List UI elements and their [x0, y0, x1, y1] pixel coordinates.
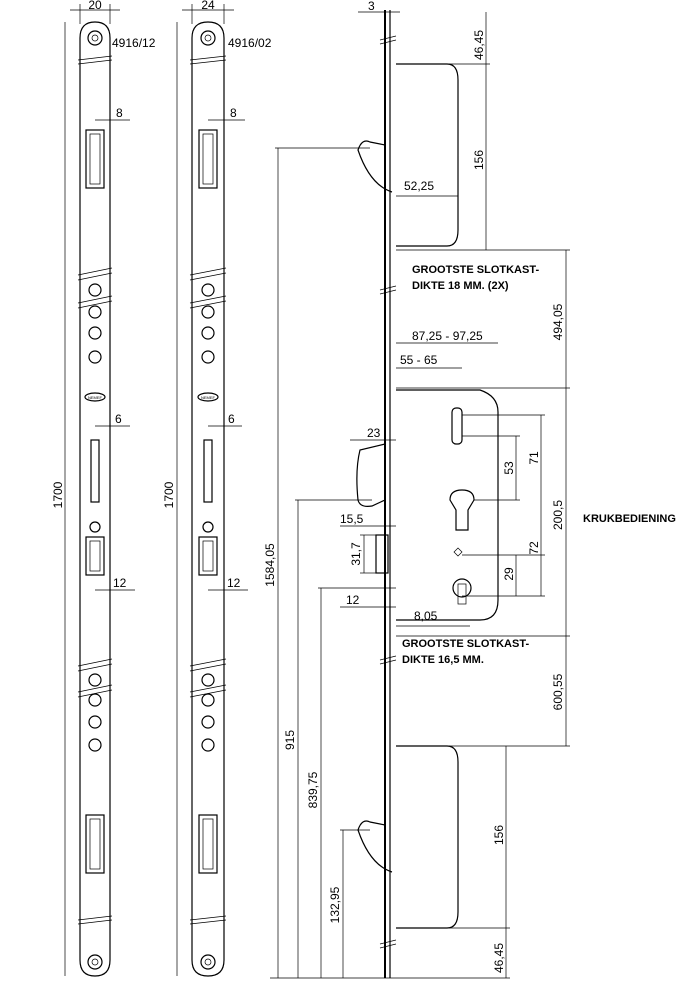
lower-case-note-1: GROOTSTE SLOTKAST-: [402, 638, 529, 650]
screw-hole: [201, 693, 215, 707]
screw-hole: [88, 326, 102, 340]
screw-hole: [87, 30, 103, 46]
screw-hole: [201, 715, 215, 729]
screw-hole: [200, 30, 216, 46]
screw-hole: [88, 738, 102, 752]
lower-backset-12: 12: [346, 593, 360, 607]
bottom-hook-spacing: 156: [492, 825, 506, 845]
deadbolt-opening: [198, 536, 218, 576]
upper-hook-slot: [198, 129, 218, 189]
hook-depth: 52,25: [404, 179, 434, 193]
height-bottom-hook: 132,95: [328, 886, 342, 923]
upper-case-length: 494,05: [551, 303, 565, 340]
height-handle: 915: [283, 730, 297, 750]
deadbolt-height: 31,7: [349, 542, 363, 566]
strip-b-length: 1700: [162, 481, 176, 508]
deadbolt: [375, 534, 389, 574]
svg-text:NEMEF: NEMEF: [88, 395, 103, 400]
brand-badge: [84, 392, 106, 402]
screw-hole: [201, 305, 215, 319]
cylinder-hole: [449, 489, 475, 531]
screw-hole: [89, 521, 101, 533]
main-case-length: 200,5: [551, 500, 565, 530]
lower-case-length: 600,55: [551, 673, 565, 710]
faceplate-strip-a: NEMEF: [77, 21, 113, 977]
screw-hole: [88, 350, 102, 364]
deadbolt-offset: 15,5: [340, 512, 364, 526]
lower-hook-slot: [85, 814, 105, 874]
brand-badge: [197, 392, 219, 402]
strip-a-width: 20: [88, 0, 102, 12]
screw-hole: [201, 283, 215, 297]
upper-case-note-2: DIKTE 18 MM. (2X): [412, 280, 509, 292]
operation-label: KRUKBEDIENING: [583, 513, 676, 525]
follower-diamond: [453, 547, 463, 557]
main-lock-case: [396, 389, 499, 621]
screw-hole: [202, 521, 214, 533]
side-view-dimensions: 3 46,45 156 52,25 GROOTSTE SLOTKAST- DIK…: [263, 0, 676, 979]
side-view-lock: [356, 10, 499, 978]
backset-range: 87,25 - 97,25: [412, 329, 483, 343]
lower-offset-29: 29: [502, 567, 516, 581]
strip-b-latch-offset: 8: [230, 106, 237, 120]
upper-slot: [451, 407, 463, 445]
bottom-offset: 46,45: [492, 943, 506, 973]
backset-short: 55 - 65: [400, 353, 438, 367]
lower-hook-case: [396, 745, 459, 929]
screw-hole: [87, 954, 103, 970]
screw-hole: [88, 673, 102, 687]
screw-hole: [200, 954, 216, 970]
strip-a-latch-offset: 8: [116, 106, 123, 120]
faceplate-strip-b: NEMEF: [189, 21, 227, 977]
latch-projection: 23: [367, 426, 381, 440]
screw-hole: [88, 283, 102, 297]
screw-hole: [88, 305, 102, 319]
top-offset: 46,45: [472, 30, 486, 60]
screw-hole: [201, 326, 215, 340]
lower-hook-slot: [198, 814, 218, 874]
strip-b-model: 4916/02: [228, 36, 272, 50]
lower-hook: [357, 820, 393, 873]
strip-a-length: 1700: [51, 481, 65, 508]
strip-a-dimensions: 20 4916/12 8 6 12 1700: [51, 0, 156, 976]
strip-b-bolt-offset: 6: [228, 412, 235, 426]
strip-b-lower-offset: 12: [227, 576, 241, 590]
latch-slot: [90, 439, 100, 503]
screw-hole: [201, 673, 215, 687]
lower-case-note-2: DIKTE 16,5 MM.: [402, 654, 484, 666]
upper-hook-case: [396, 63, 459, 247]
strip-a-bolt-offset: 6: [115, 412, 122, 426]
upper-hook: [357, 140, 393, 193]
lower-backset-805: 8,05: [414, 609, 438, 623]
screw-hole: [88, 715, 102, 729]
faceplate-thickness: 3: [368, 0, 375, 13]
latch-slot: [203, 439, 213, 503]
height-lower: 839,75: [306, 771, 320, 808]
upper-case-note-1: GROOTSTE SLOTKAST-: [412, 264, 539, 276]
strip-b-dimensions: 24 4916/02 8 6 12 1700: [162, 0, 272, 976]
height-total: 1584,05: [263, 543, 277, 587]
strip-a-lower-offset: 12: [113, 576, 127, 590]
screw-hole: [88, 693, 102, 707]
cylinder-to-lower: 72: [527, 541, 541, 555]
upper-hook-slot: [85, 129, 105, 189]
screw-hole: [201, 738, 215, 752]
deadbolt-opening: [85, 536, 105, 576]
spindle-to-top: 71: [527, 451, 541, 465]
spindle-to-cylinder: 53: [502, 461, 516, 475]
top-hook-spacing: 156: [472, 150, 486, 170]
screw-hole: [201, 350, 215, 364]
strip-a-model: 4916/12: [112, 36, 156, 50]
latch-bolt: [356, 443, 386, 507]
spindle-hole: [452, 578, 472, 598]
strip-b-width: 24: [201, 0, 215, 12]
svg-text:NEMEF: NEMEF: [201, 395, 216, 400]
